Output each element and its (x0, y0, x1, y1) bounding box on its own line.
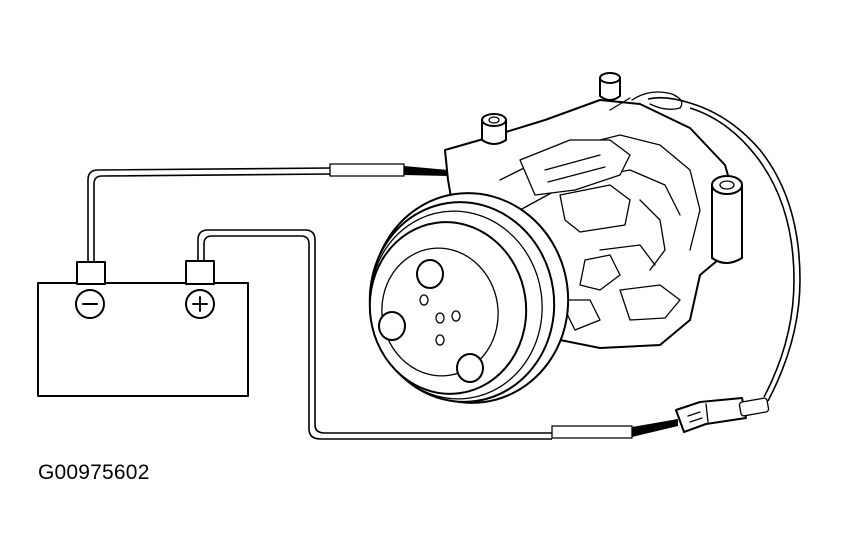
pressure-switch-pigtail (631, 91, 683, 110)
ac-compressor (368, 72, 743, 404)
jumper-wires (87, 163, 678, 440)
hub-rivet-bottom (456, 353, 484, 383)
battery-body (37, 282, 249, 397)
battery-negative-post (76, 261, 106, 285)
compressor-valve-block (519, 139, 631, 196)
clutch-connector (647, 96, 801, 433)
negative-lead-wire (87, 167, 331, 262)
hub-rivet-top (416, 259, 444, 289)
clutch-hub (378, 247, 499, 383)
service-port-top (481, 113, 507, 145)
negative-lead-tip (404, 166, 448, 176)
battery-positive-post (185, 260, 215, 285)
figure-id-label: G00975602 (38, 461, 150, 484)
service-port-rear (599, 72, 621, 101)
positive-lead-tip (632, 419, 678, 437)
clutch-field-lead (647, 96, 801, 402)
negative-lead-clip (329, 163, 405, 177)
positive-lead-wire (197, 229, 552, 434)
mounting-ear-right (711, 175, 743, 264)
positive-lead-clip (551, 425, 633, 439)
connector-housing (675, 397, 747, 433)
hub-rivet-left (378, 311, 406, 341)
battery: − + (37, 260, 249, 397)
connector-boot (738, 397, 770, 417)
